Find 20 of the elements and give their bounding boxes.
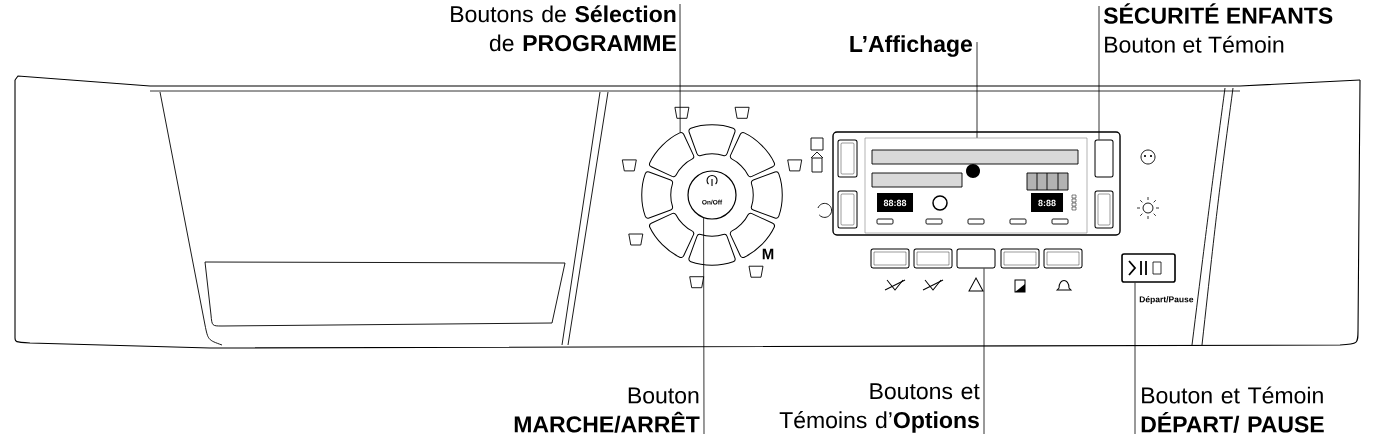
display-digits: 8:88 (1038, 199, 1056, 207)
program-dial (641, 124, 783, 266)
callout-text: Bouton et Témoin DÉPART/ PAUSE (1141, 386, 1324, 433)
display-screen (864, 137, 1088, 234)
leader-line (703, 217, 705, 435)
leader-line (1098, 5, 1100, 140)
callout-text: L’Affichage (850, 35, 973, 57)
callout-text: Bouton MARCHE/ARRÊT (514, 387, 700, 433)
option-button (956, 248, 996, 269)
leader-line (1134, 282, 1136, 435)
display-digits: 88:88 (883, 199, 907, 207)
dial-letter: M (762, 248, 774, 260)
button-caption: Départ/Pause (1139, 296, 1194, 304)
callout-text: Boutons de Sélection de PROGRAMME (451, 5, 676, 52)
child-lock-button (1094, 139, 1114, 178)
start-pause-button (1121, 253, 1176, 283)
callout-text: Boutons et Témoins d’Options (779, 383, 980, 433)
callout-text: SÉCURITÉ ENFANTS Bouton et Témoin (1103, 3, 1333, 53)
leader-line (976, 41, 978, 139)
leader-line (983, 268, 985, 435)
